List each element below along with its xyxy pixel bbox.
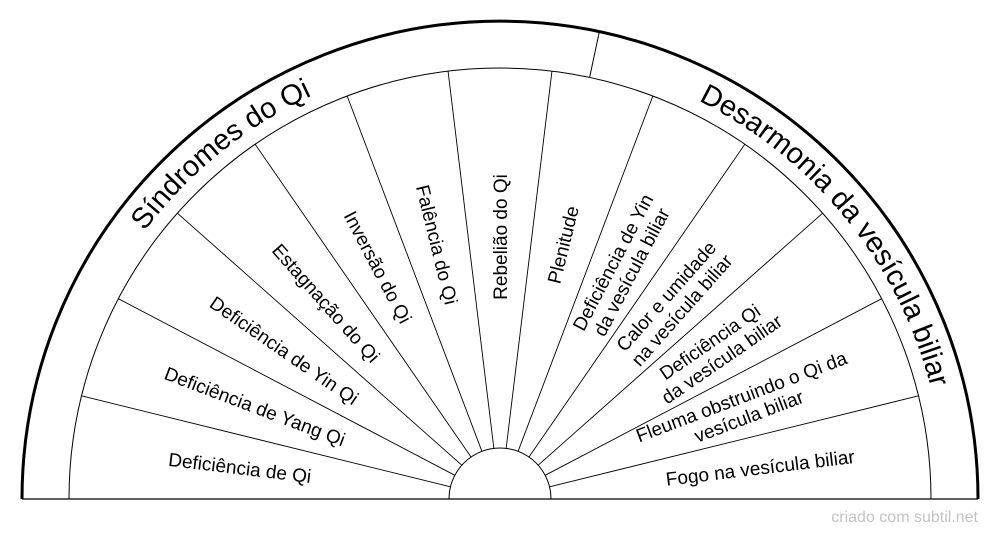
segment-label: Rebelião do Qi [491, 174, 512, 300]
segment-divider [528, 144, 746, 458]
group-label: Síndromes do Qi [125, 73, 315, 236]
ring-arc [68, 67, 932, 500]
segment-divider [254, 144, 472, 458]
segment-divider [447, 71, 495, 449]
segment-label: Falência do Qi [411, 183, 461, 307]
segment-label-line: Fogo na vesícula biliar [665, 447, 857, 491]
outer-arc [20, 19, 980, 500]
segment-divider [517, 95, 654, 452]
segment-label-line: Falência do Qi [411, 183, 461, 307]
chart-lines [20, 19, 980, 500]
segment-divider [177, 212, 463, 466]
group-label-text: Síndromes do Qi [125, 73, 315, 236]
segment-label-line: Rebelião do Qi [491, 174, 512, 300]
group-divider [589, 31, 600, 78]
footer-credit: criado com subtil.net [831, 509, 978, 526]
segment-divider [118, 298, 456, 476]
segment-divider [505, 71, 553, 449]
segment-divider [346, 95, 483, 452]
segment-label-line: Deficiência de Qi [167, 450, 312, 488]
segment-divider [549, 395, 919, 488]
segment-label: Fogo na vesícula biliar [665, 447, 857, 491]
hub-arc [448, 447, 552, 500]
segment-label: Plenitude [544, 204, 583, 286]
segment-label: Deficiência de Qi [167, 450, 312, 488]
segment-label-line: Plenitude [544, 204, 583, 286]
segment-divider [537, 212, 823, 466]
segment-label-line: Inversão do Qi [339, 208, 415, 327]
segment-label: Inversão do Qi [339, 208, 415, 327]
segment-divider [81, 395, 451, 488]
segment-divider [544, 298, 882, 476]
